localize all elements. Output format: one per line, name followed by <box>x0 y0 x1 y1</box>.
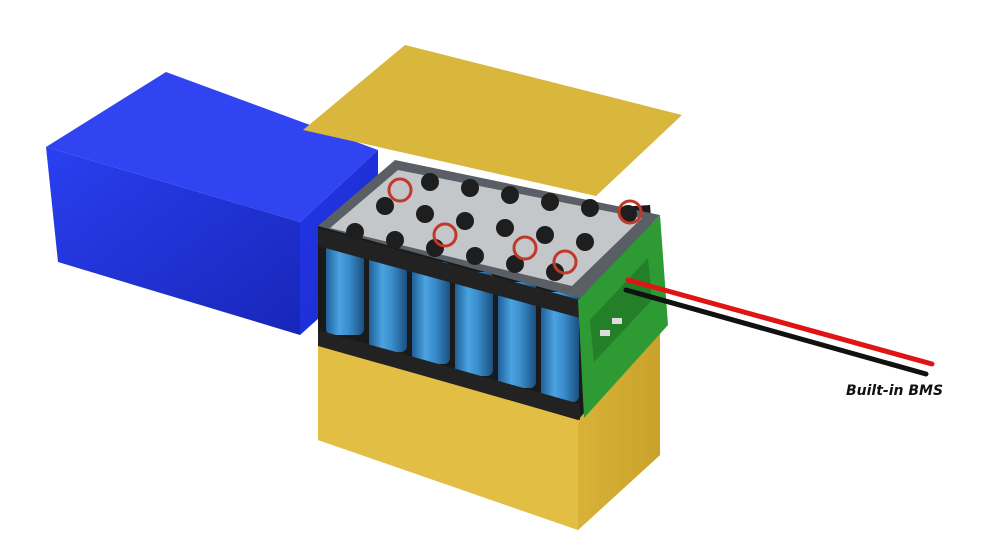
battery-cell <box>412 262 450 364</box>
battery-cell <box>326 240 364 335</box>
battery-cell <box>498 282 536 388</box>
battery-cell <box>455 272 493 376</box>
battery-cells <box>326 240 579 402</box>
bms-wires <box>623 277 935 377</box>
battery-cell <box>369 252 407 352</box>
yellow-top-sheet <box>303 45 682 196</box>
nickel-strips <box>318 160 660 298</box>
black-wire <box>623 287 929 377</box>
battery-cell <box>541 292 579 402</box>
holder-bands <box>318 228 580 420</box>
red-wire <box>625 277 935 367</box>
bms-label: Built-in BMS <box>846 383 944 399</box>
